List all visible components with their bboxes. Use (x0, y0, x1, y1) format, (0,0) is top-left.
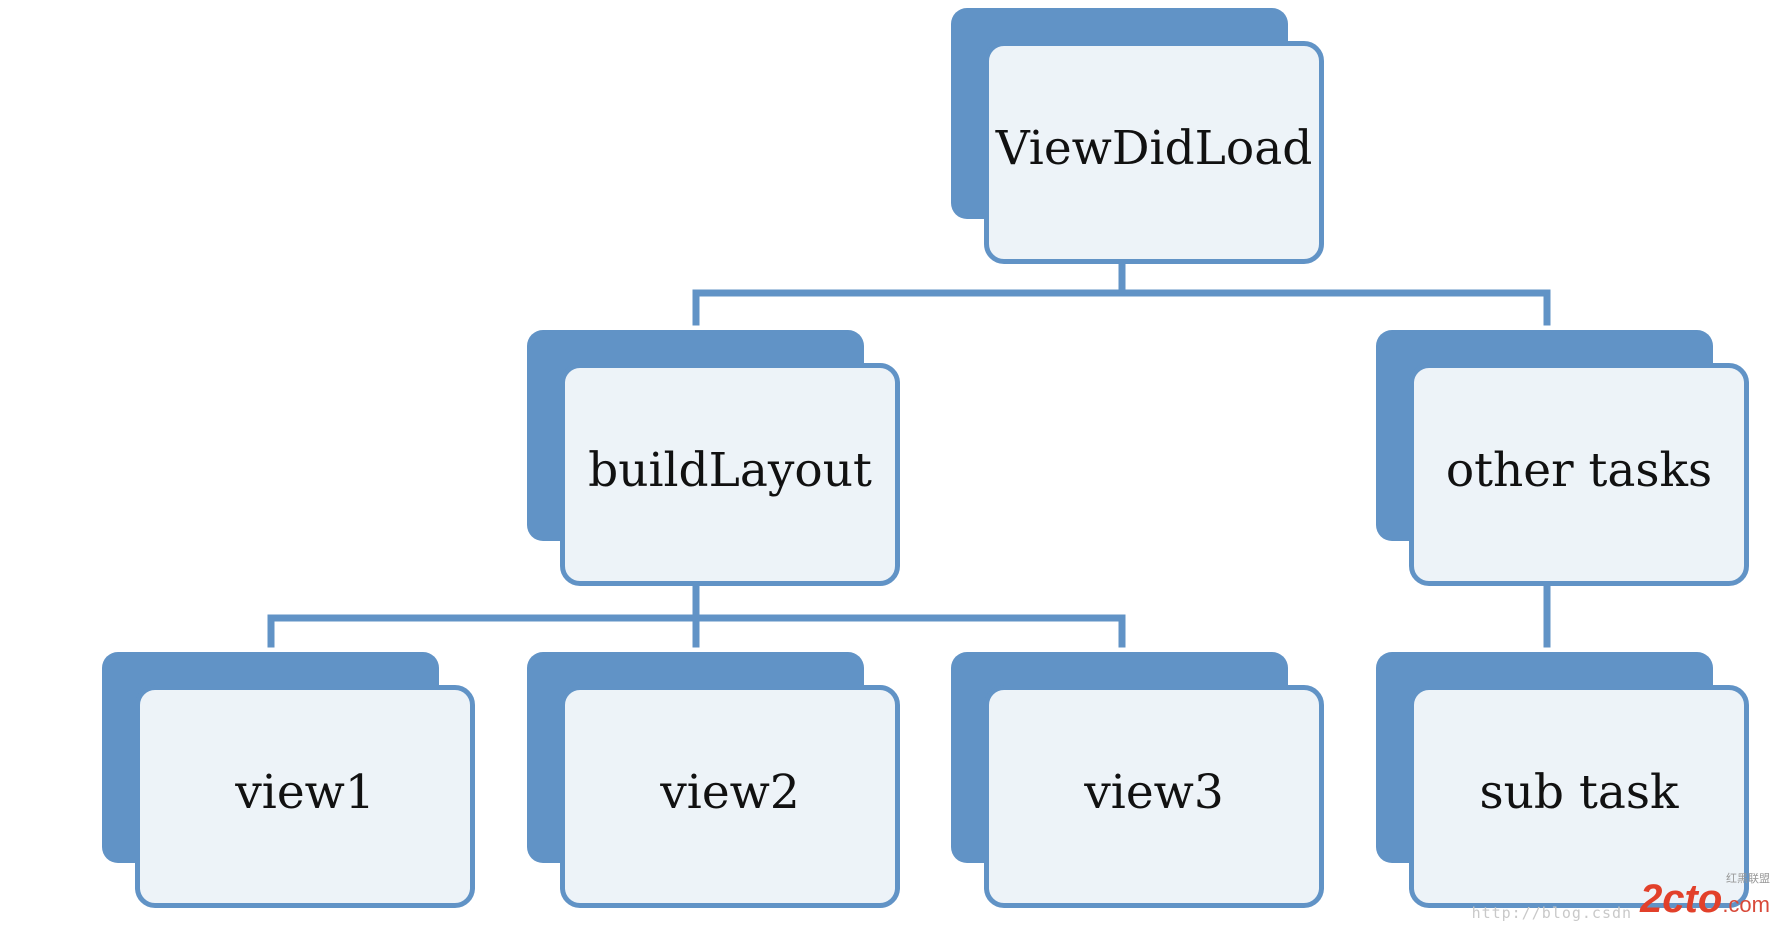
watermark-url: http://blog.csdn (1471, 904, 1633, 922)
node-box (984, 685, 1324, 908)
watermark-logo: 2cto.com (1640, 879, 1770, 922)
node-label: view2 (660, 765, 800, 820)
node-buildlayout: buildLayout (527, 330, 904, 590)
node-viewdidload: ViewDidLoad (951, 8, 1328, 268)
node-box (1409, 363, 1749, 586)
node-sub-task: sub task (1376, 652, 1753, 912)
node-box (560, 685, 900, 908)
watermark-logo-suffix: .com (1722, 892, 1770, 917)
node-box (135, 685, 475, 908)
watermark: http://blog.csdn 2cto.com 红黑联盟 (1471, 872, 1770, 922)
node-label: ViewDidLoad (995, 121, 1313, 176)
node-label: view3 (1084, 765, 1224, 820)
node-box (560, 363, 900, 586)
watermark-cn: 红黑联盟 (1726, 872, 1770, 885)
node-box (984, 41, 1324, 264)
node-label: view1 (235, 765, 375, 820)
node-box (1409, 685, 1749, 908)
node-view2: view2 (527, 652, 904, 912)
node-other-tasks: other tasks (1376, 330, 1753, 590)
node-view1: view1 (102, 652, 479, 912)
node-label: sub task (1479, 765, 1679, 820)
node-label: other tasks (1445, 443, 1713, 498)
node-label: buildLayout (588, 443, 872, 498)
node-view3: view3 (951, 652, 1328, 912)
watermark-logo-text: 2cto (1640, 877, 1723, 921)
